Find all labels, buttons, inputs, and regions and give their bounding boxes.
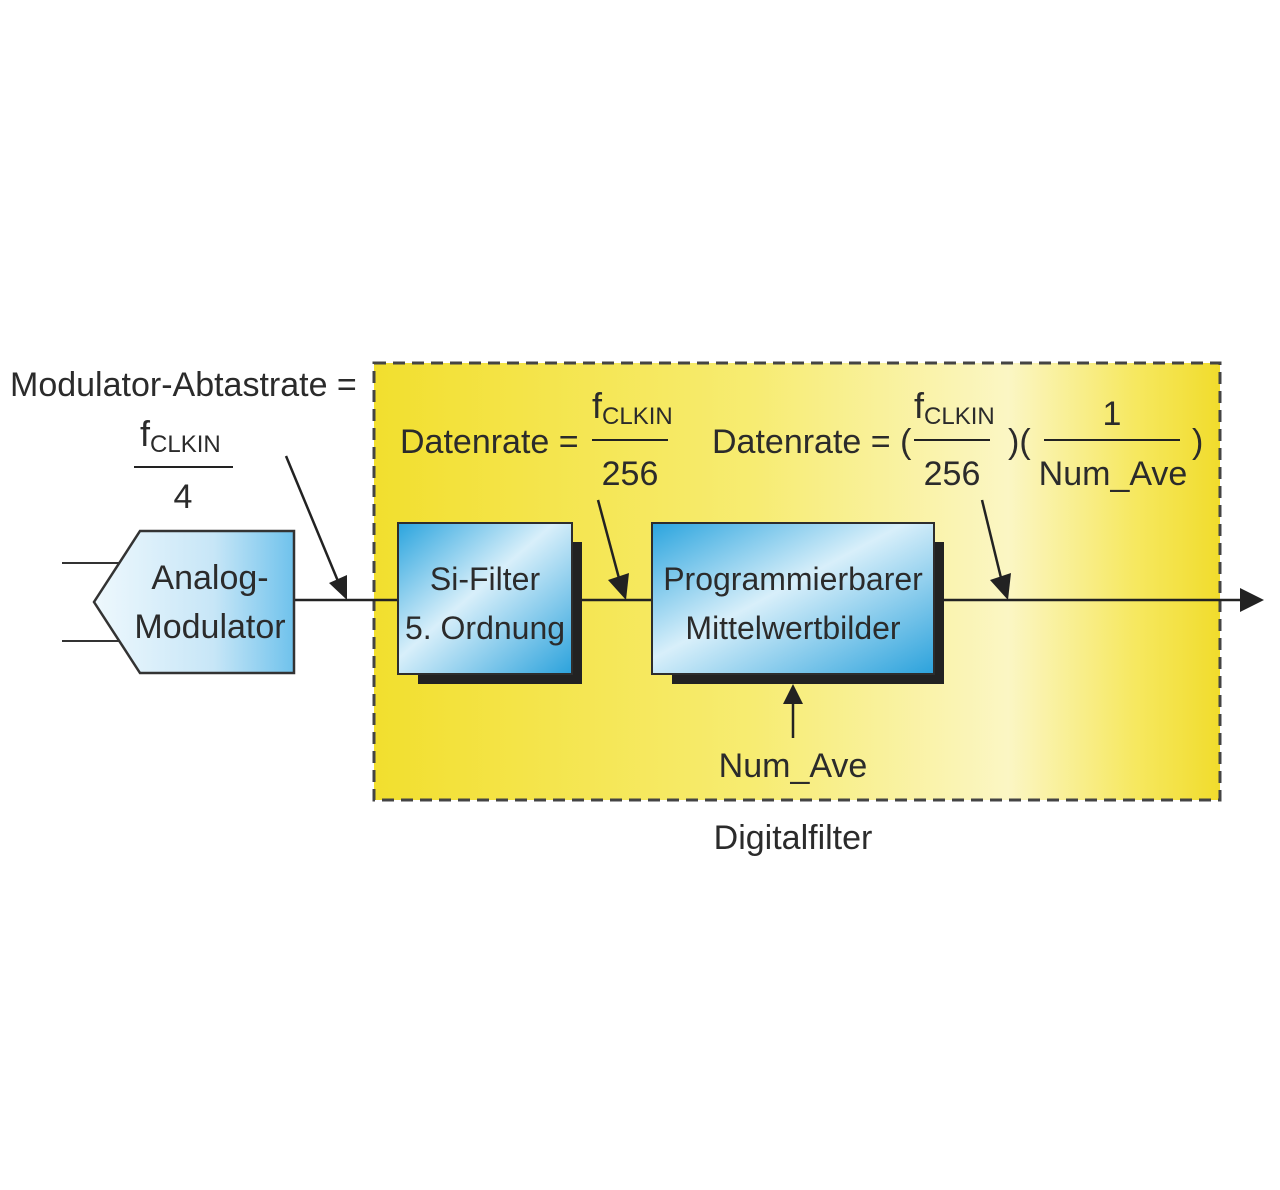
datarate2-denominator-2: Num_Ave <box>1039 455 1188 493</box>
output-arrow-icon <box>1240 588 1264 612</box>
datarate1-denominator: 256 <box>602 455 659 493</box>
analog-modulator-label-2: Modulator <box>134 608 285 646</box>
averager-label-2: Mittelwertbilder <box>685 610 901 646</box>
datarate1-numerator: fCLKIN <box>592 385 673 430</box>
datarate1-label: Datenrate = <box>400 423 579 461</box>
modulator-rate-pointer-head-icon <box>329 575 347 600</box>
analog-modulator-label-1: Analog- <box>151 559 268 597</box>
datarate2-pointer <box>980 499 1004 583</box>
averager-block <box>651 522 935 675</box>
datarate2-label: Datenrate = ( <box>712 423 912 461</box>
datarate2-mid-paren: )( <box>1008 423 1031 461</box>
modulator-rate-label: Modulator-Abtastrate = <box>10 366 357 404</box>
modulator-rate-pointer <box>284 455 342 587</box>
si-filter-label-1: Si-Filter <box>430 561 541 597</box>
datarate2-numerator: fCLKIN <box>914 385 995 430</box>
modulator-rate-numerator: fCLKIN <box>140 413 221 458</box>
si-filter-label-2: 5. Ordnung <box>405 610 565 646</box>
datarate2-denominator: 256 <box>924 455 981 493</box>
datarate2-close-paren: ) <box>1192 423 1203 461</box>
num-ave-arrow-head-icon <box>783 684 803 704</box>
si-filter-block <box>397 522 573 675</box>
averager-label-1: Programmierbarer <box>663 561 923 597</box>
digitalfilter-caption: Digitalfilter <box>714 819 873 857</box>
datarate1-pointer <box>596 499 622 583</box>
analog-modulator-block <box>92 529 296 675</box>
datarate2-numerator-2: 1 <box>1103 395 1122 433</box>
datarate1-pointer-head-icon <box>608 573 629 600</box>
modulator-rate-denominator: 4 <box>174 478 193 516</box>
datarate2-pointer-head-icon <box>990 573 1011 600</box>
num-ave-input-label: Num_Ave <box>719 747 868 785</box>
